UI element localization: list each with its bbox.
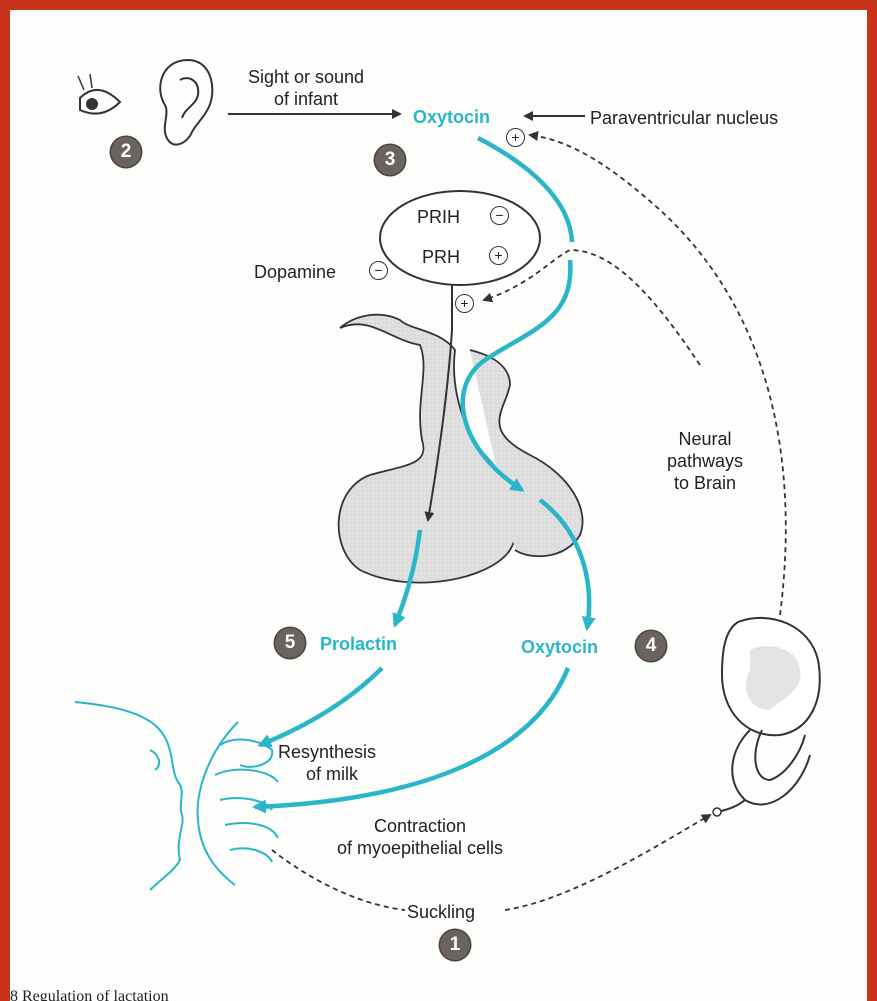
- resynthesis-line1: Resynthesis: [278, 741, 376, 763]
- step-badge-3: 3: [375, 145, 405, 175]
- pituitary-gland: [339, 315, 583, 583]
- oxytocin-release-label: Oxytocin: [521, 636, 598, 658]
- spinal-cord: [713, 618, 820, 816]
- sight-label: Sight or sound of infant: [236, 66, 376, 110]
- suckling-label: Suckling: [407, 901, 475, 923]
- step-badge-5: 5: [275, 628, 305, 658]
- step-badge-1: 1: [440, 930, 470, 960]
- prolactin-label: Prolactin: [320, 633, 397, 655]
- plus-sign-icon: +: [455, 294, 474, 313]
- oxytocin-hypothalamus-label: Oxytocin: [413, 106, 490, 128]
- prih-label: PRIH: [417, 206, 460, 228]
- resynthesis-line2: of milk: [278, 763, 376, 785]
- eye-icon: [78, 74, 120, 114]
- diagram-frame: Sight or sound of infant Oxytocin Parave…: [10, 10, 867, 1001]
- neural-line1: Neural: [655, 428, 755, 450]
- neural-pathways-label: Neural pathways to Brain: [655, 428, 755, 494]
- plus-sign-icon: +: [506, 128, 525, 147]
- minus-sign-icon: −: [369, 261, 388, 280]
- ear-icon: [160, 60, 212, 145]
- step-badge-4: 4: [636, 631, 666, 661]
- plus-sign-icon: +: [489, 246, 508, 265]
- contraction-line1: Contraction: [310, 815, 530, 837]
- paraventricular-nucleus-label: Paraventricular nucleus: [590, 107, 778, 129]
- resynthesis-label: Resynthesis of milk: [278, 741, 376, 785]
- contraction-label: Contraction of myoepithelial cells: [310, 815, 530, 859]
- sight-label-line1: Sight or sound: [236, 66, 376, 88]
- figure-caption: 8 Regulation of lactation: [10, 988, 169, 1001]
- dopamine-label: Dopamine: [254, 261, 336, 283]
- prolactin-to-breast: [260, 668, 382, 745]
- step-badge-2: 2: [111, 137, 141, 167]
- neural-line3: to Brain: [655, 472, 755, 494]
- minus-sign-icon: −: [490, 206, 509, 225]
- prh-label: PRH: [422, 246, 460, 268]
- oxytocin-to-breast: [255, 668, 568, 807]
- infant-breast-illustration: [75, 702, 278, 890]
- neural-line2: pathways: [655, 450, 755, 472]
- sight-label-line2: of infant: [236, 88, 376, 110]
- contraction-line2: of myoepithelial cells: [310, 837, 530, 859]
